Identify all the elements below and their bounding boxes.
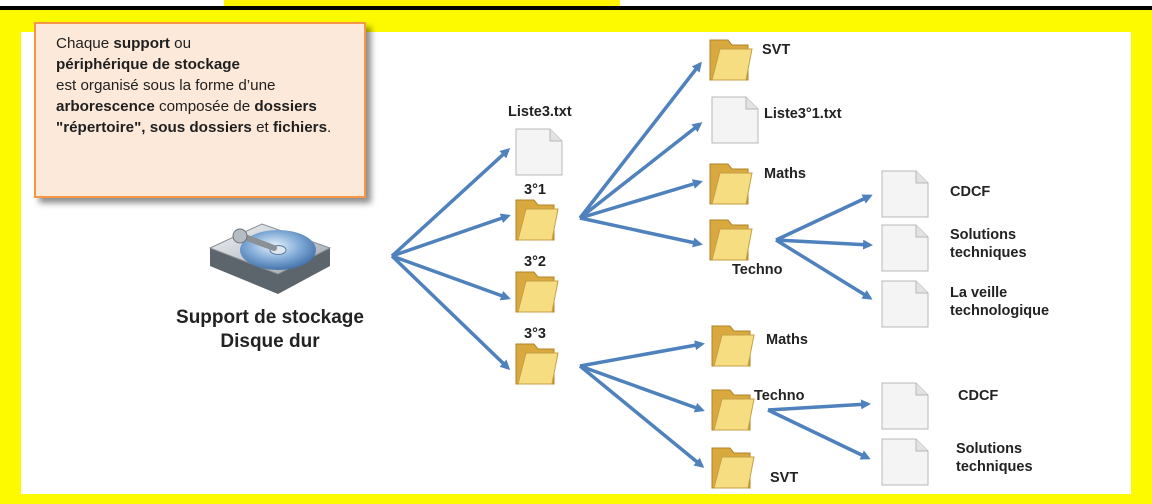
folder-icon — [709, 39, 753, 81]
arrow-31-to-svt — [578, 61, 702, 220]
veille-label-line1: La veille — [950, 285, 1008, 301]
arrow-33-to-maths — [579, 340, 705, 368]
arrow-drive-to-3-2 — [391, 254, 511, 301]
yellow-frame — [0, 10, 1152, 504]
callout-bold-support: support — [113, 35, 170, 52]
solutions-label-line2: techniques — [950, 245, 1027, 261]
arrow-31-to-techno — [579, 216, 703, 248]
drive-label: Support de stockage Disque dur — [152, 306, 388, 354]
file-icon — [881, 170, 929, 218]
liste31-label: Liste3°1.txt — [764, 106, 842, 122]
veille-label: La veille technologique — [950, 284, 1049, 320]
maths-2-label: Maths — [766, 332, 808, 348]
cdcf-label: CDCF — [950, 184, 991, 200]
folder-3-3-label: 3°3 — [524, 326, 546, 342]
folder-icon — [709, 163, 753, 205]
veille-label-line2: technologique — [950, 303, 1050, 319]
folder-3-1-label: 3°1 — [524, 182, 546, 198]
drive-label-line2: Disque dur — [220, 331, 320, 352]
arrow-31-to-liste31 — [578, 122, 703, 220]
file-icon — [711, 96, 759, 144]
maths-label: Maths — [764, 166, 806, 182]
info-callout: Chaque support ou périphérique de stocka… — [34, 22, 366, 198]
arrow-techno2-to-solutions — [767, 408, 871, 460]
cdcf-2-label: CDCF — [958, 388, 999, 404]
techno-2-label: Techno — [754, 388, 805, 404]
svt-label: SVT — [762, 42, 791, 58]
file-icon — [881, 438, 929, 486]
callout-text-4: composée de — [154, 98, 255, 115]
folder-icon — [515, 343, 559, 385]
callout-bold-peripherique: périphérique de stockage — [56, 56, 240, 73]
svt-2-label: SVT — [770, 470, 799, 486]
file-icon — [881, 224, 929, 272]
file-icon — [515, 128, 563, 176]
callout-text-1: Chaque — [56, 35, 114, 52]
arrow-drive-to-3-3 — [390, 254, 511, 371]
arrow-drive-to-liste3 — [390, 147, 511, 258]
arrow-33-to-svt — [578, 364, 705, 468]
techno-label: Techno — [732, 262, 783, 278]
folder-icon — [711, 389, 755, 431]
callout-text-5: et — [251, 119, 273, 136]
callout-bold-arborescence: arborescence — [56, 98, 155, 115]
hard-drive-icon — [208, 223, 332, 294]
drive-label-line1: Support de stockage — [176, 307, 364, 328]
callout-bold-fichiers: fichiers — [273, 119, 328, 136]
callout-bold-dossiers: dossiers "répertoire", sous dossiers — [56, 98, 317, 136]
solutions-2-label-line2: techniques — [956, 459, 1033, 475]
arrow-31-to-maths — [579, 179, 703, 220]
folder-icon — [515, 199, 559, 241]
arrow-33-to-techno — [579, 364, 705, 413]
solutions-label-line1: Solutions — [950, 227, 1017, 243]
callout-text-6: . — [327, 119, 332, 136]
arrow-drive-to-3-1 — [391, 213, 511, 258]
folder-3-2-label: 3°2 — [524, 254, 546, 270]
file-icon — [881, 382, 929, 430]
callout-text-3: est organisé sous la forme d’une — [56, 77, 276, 94]
folder-icon — [515, 271, 559, 313]
callout-text-2: ou — [169, 35, 192, 52]
solutions-2-label: Solutions techniques — [956, 440, 1033, 476]
folder-icon — [709, 219, 753, 261]
arrow-techno2-to-cdcf — [767, 399, 871, 412]
top-black-line — [0, 6, 1152, 10]
top-yellow-stripe — [224, 0, 620, 6]
arrow-techno1-to-cdcf — [775, 194, 873, 242]
arrow-techno1-to-solutions — [775, 238, 873, 250]
solutions-2-label-line1: Solutions — [956, 441, 1023, 457]
solutions-label: Solutions techniques — [950, 226, 1027, 262]
arrow-techno1-to-veille — [775, 238, 873, 300]
file-icon — [881, 280, 929, 328]
liste3-label: Liste3.txt — [508, 104, 572, 120]
folder-icon — [711, 447, 755, 489]
folder-icon — [711, 325, 755, 367]
